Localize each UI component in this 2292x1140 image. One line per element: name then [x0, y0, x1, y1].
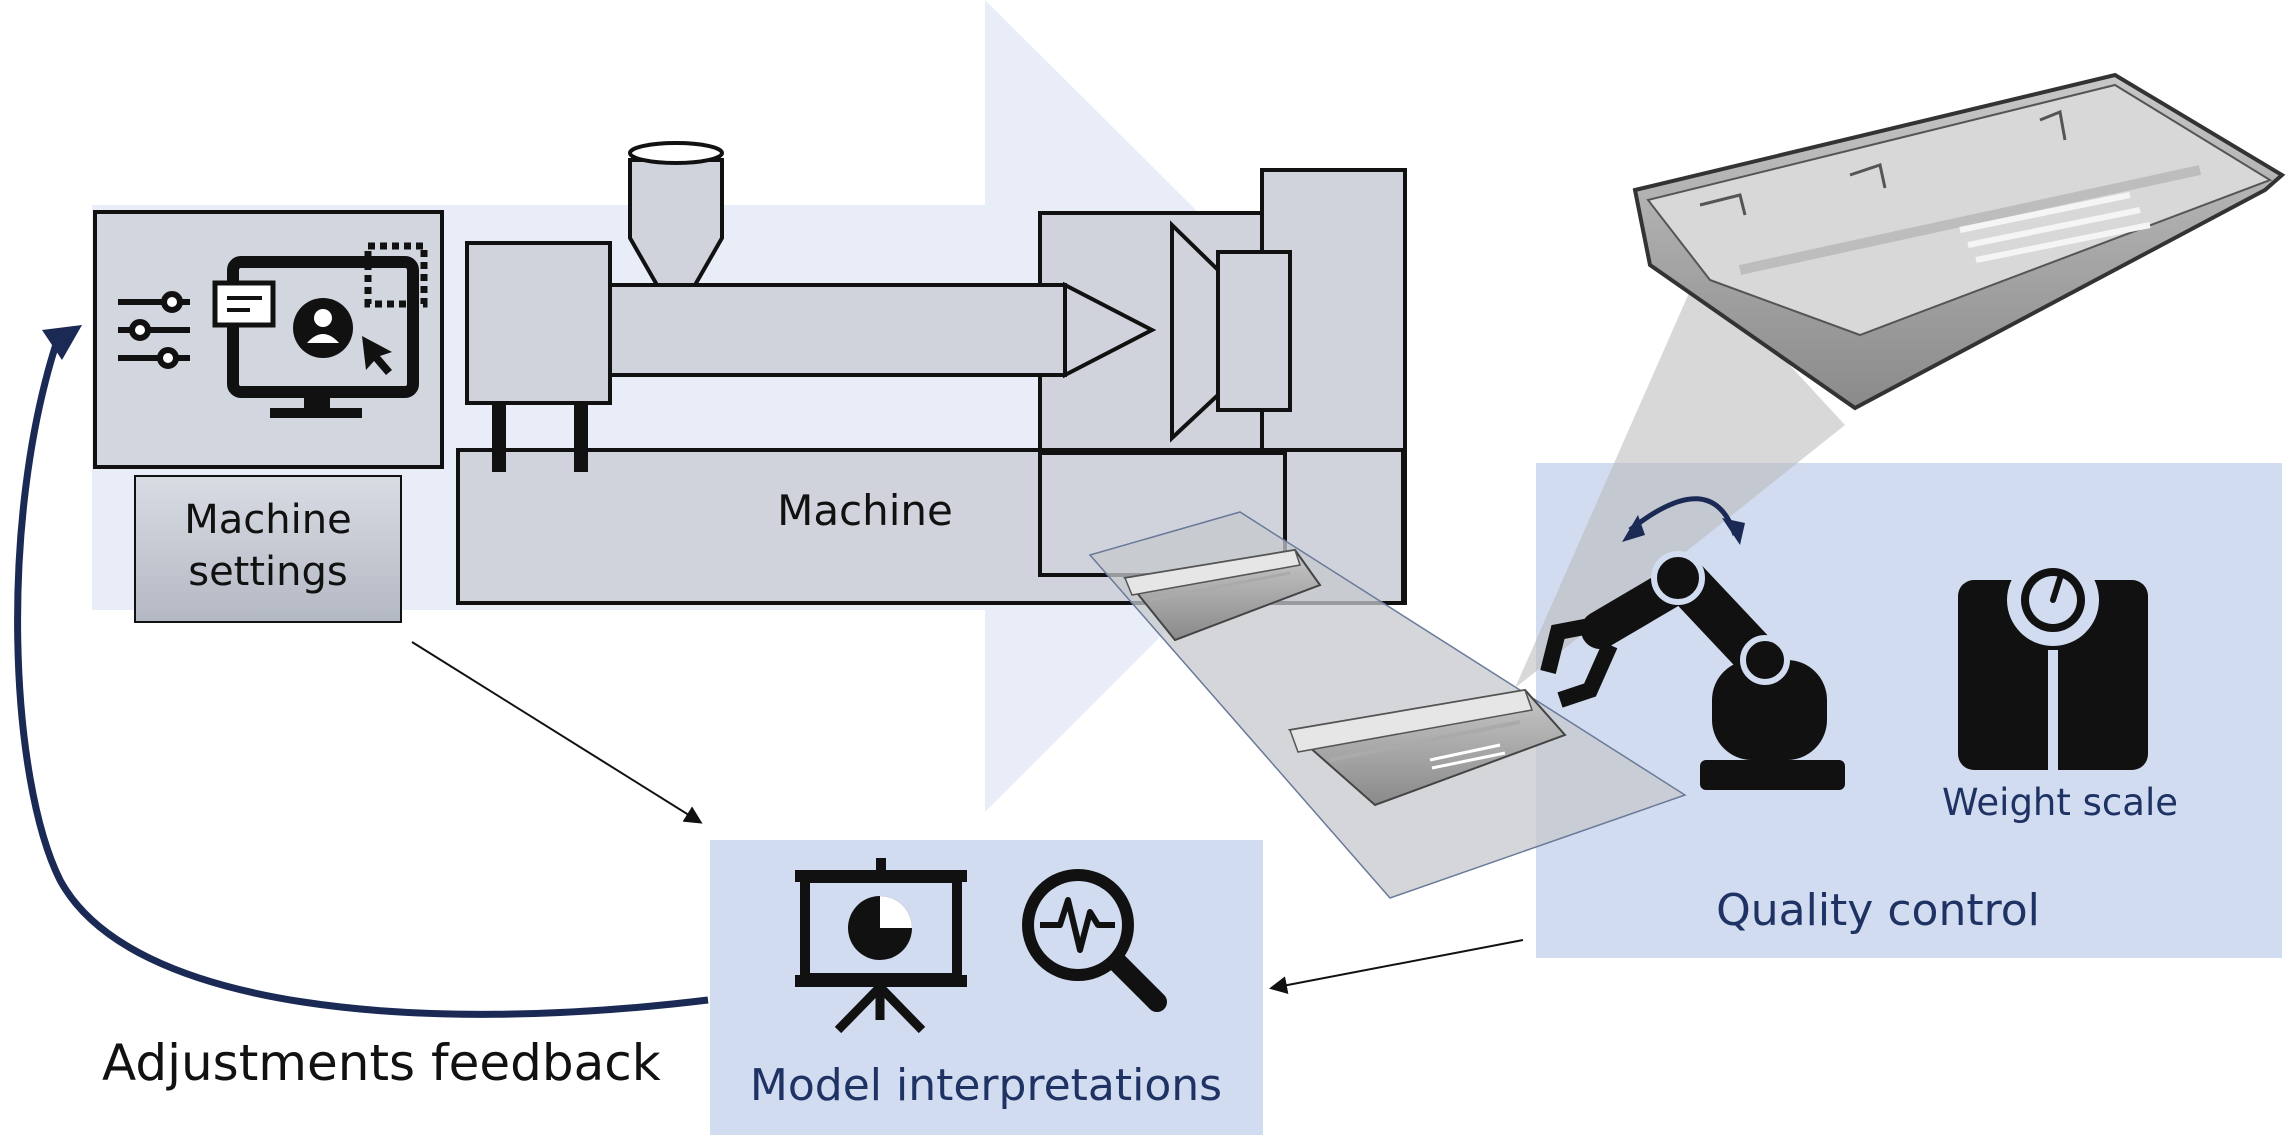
machine-settings-label-line2: settings [188, 549, 348, 595]
molded-part-small-2 [1287, 688, 1567, 807]
quality-to-model-arrow [1269, 939, 1524, 995]
presentation-chart-icon [795, 858, 967, 1034]
signal-magnifier-icon [1022, 869, 1167, 1012]
robot-arm-icon [1540, 496, 1845, 790]
weight-scale-label: Weight scale [1942, 781, 2178, 824]
machine-settings-box: Machine settings [134, 475, 402, 623]
settings-monitor-icon [118, 242, 428, 418]
feedback-arrowhead [42, 325, 82, 360]
weight-scale-icon [1958, 554, 2148, 770]
flow-arrow-background [92, 0, 1392, 812]
model-interpretations-label: Model interpretations [750, 1060, 1222, 1111]
settings-monitor-panel [93, 210, 444, 469]
machine-label: Machine [777, 486, 953, 535]
molded-part-zoomed [1632, 72, 2286, 411]
machine-settings-label-line1: Machine [184, 497, 351, 543]
molded-part-small-1 [1123, 548, 1322, 642]
feedback-loop-arrow [14, 336, 709, 1018]
zoom-beam [1515, 268, 1845, 688]
settings-to-model-arrow [411, 641, 703, 824]
adjustments-feedback-label: Adjustments feedback [102, 1034, 661, 1092]
quality-control-label: Quality control [1716, 885, 2040, 936]
